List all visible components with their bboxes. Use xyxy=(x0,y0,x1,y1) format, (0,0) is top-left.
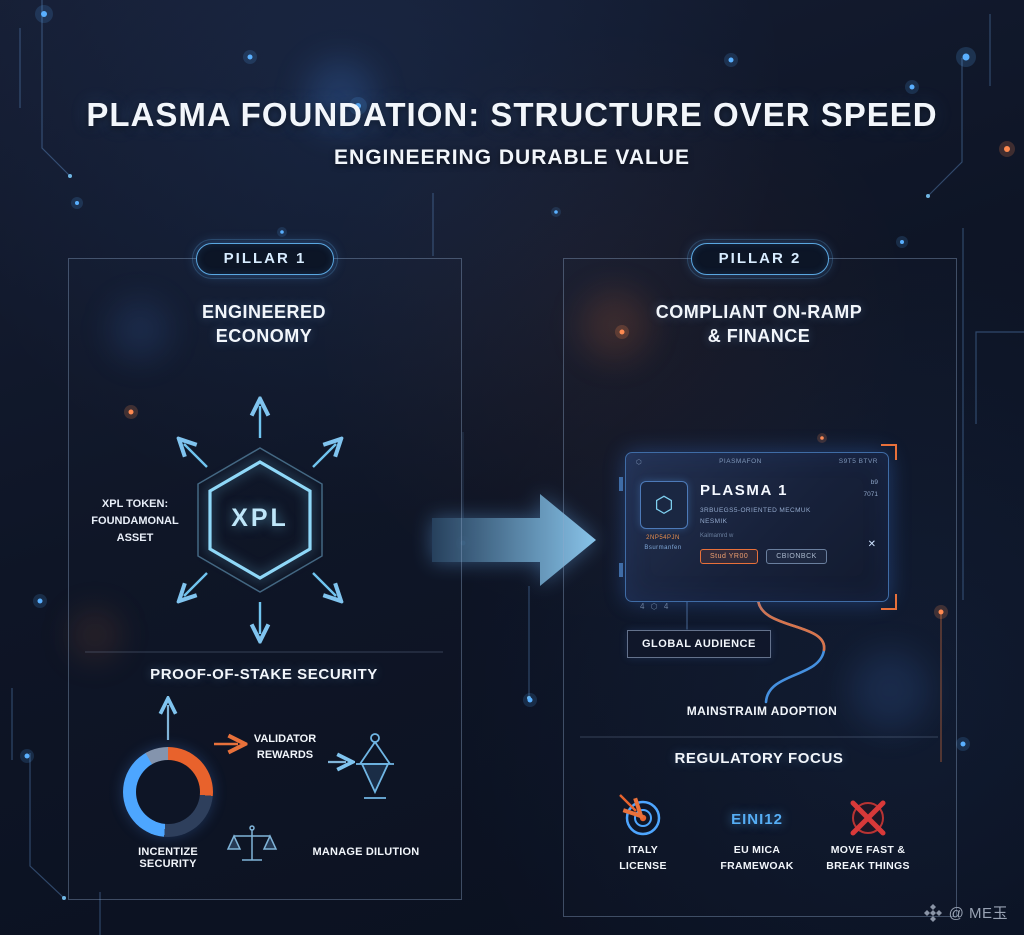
card-logo-captions: 2NP54PJN Bsurmanfen xyxy=(630,533,696,553)
card-primary-button: Stud YR00 xyxy=(700,549,759,564)
eu-mica-icon-text: EINI12 xyxy=(731,810,783,828)
stake-donut-chart xyxy=(123,747,213,837)
pos-security-heading: PROOF-OF-STAKE SECURITY xyxy=(150,666,378,683)
card-logo-caption-2: Bsurmanfen xyxy=(644,545,682,552)
pillar1-heading-text: ENGINEERED ECONOMY xyxy=(201,302,327,347)
watermark-text: @ ME玉 xyxy=(948,905,1008,922)
card-footer-note: 4 ⬡ 4 xyxy=(640,602,671,611)
card-subtitle: 3RBUEGS5-ORIENTED MECMUK NESMIK xyxy=(700,505,850,527)
regulatory-item-move-fast: MOVE FAST & BREAK THINGS xyxy=(813,795,923,875)
card-title: PLASMA 1 xyxy=(700,482,789,499)
xpl-token-label: XPL TOKEN: FOUNDAMONAL ASSET xyxy=(91,498,179,545)
regulatory-item-eu-mica: EINI12 EU MICA FRAMEWOAK xyxy=(702,795,812,875)
card-stats: b9 7071 xyxy=(864,477,878,500)
card-stat-1: b9 xyxy=(870,479,878,486)
regulatory-focus-heading: REGULATORY FOCUS xyxy=(674,750,844,767)
regulatory-item-italy: ITALY LICENSE xyxy=(588,795,698,875)
regulatory-item-label: ITALY LICENSE xyxy=(619,844,667,872)
card-side-tab xyxy=(619,477,623,491)
card-secondary-button: CBIONBCK xyxy=(766,549,827,564)
pillar2-heading-text: COMPLIANT ON-RAMP & FINANCE xyxy=(655,302,863,347)
validator-rewards-label: VALIDATOR REWARDS xyxy=(253,733,317,761)
cross-icon-zone xyxy=(813,795,923,843)
target-icon-zone xyxy=(588,795,698,843)
eu-mica-icon: EINI12 xyxy=(702,795,812,843)
page-subtitle: ENGINEERING DURABLE VALUE xyxy=(334,146,690,169)
manage-dilution-label: MANAGE DILUTION xyxy=(312,846,420,858)
card-hexagon-logo-icon: ⬡ xyxy=(640,481,688,529)
plasma-app-card: ⬡ PIASMAFON S9T5 BTVR ⬡ 2NP54PJN Bsurman… xyxy=(619,444,897,610)
card-subtitle-line2: NESMIK xyxy=(700,518,728,526)
pillar1-heading: ENGINEERED ECONOMY xyxy=(68,300,460,349)
card-header-left-icon: ⬡ xyxy=(636,459,643,466)
mainstream-adoption-label: MAINSTRAIM ADOPTION xyxy=(686,704,838,718)
pillar2-badge: PILLAR 2 xyxy=(687,239,833,279)
pillar1-badge: PILLAR 1 xyxy=(192,239,338,279)
card-header-right-text: S9T5 BTVR xyxy=(838,458,878,465)
watermark: @ ME玉 xyxy=(923,902,1008,923)
xpl-token-symbol: XPL xyxy=(231,504,289,532)
regulatory-item-label: MOVE FAST & BREAK THINGS xyxy=(826,844,910,872)
card-header: ⬡ PIASMAFON S9T5 BTVR xyxy=(636,458,878,466)
x-social-icon: ✕ xyxy=(867,539,876,550)
card-side-tab xyxy=(619,563,623,577)
card-header-center-text: PIASMAFON xyxy=(719,458,762,465)
card-corner-accent xyxy=(881,594,897,610)
card-corner-accent xyxy=(881,444,897,460)
card-logo-caption-1: 2NP54PJN xyxy=(646,535,680,541)
pillar2-heading: COMPLIANT ON-RAMP & FINANCE xyxy=(563,300,955,349)
card-note: Kalmamrd w xyxy=(700,533,734,539)
card-subtitle-line1: 3RBUEGS5-ORIENTED MECMUK xyxy=(700,507,811,514)
page-title: PLASMA FOUNDATION: STRUCTURE OVER SPEED xyxy=(86,96,938,133)
global-audience-box: GLOBAL AUDIENCE xyxy=(627,630,771,658)
card-logo-glyph: ⬡ xyxy=(654,492,674,517)
binance-logo-icon xyxy=(923,903,942,922)
card-stat-2: 7071 xyxy=(863,490,878,498)
regulatory-item-label: EU MICA FRAMEWOAK xyxy=(720,844,794,872)
card-buttons: Stud YR00 CBIONBCK xyxy=(700,549,827,564)
incentive-security-label: INCENTIZE SECURITY xyxy=(138,846,198,870)
